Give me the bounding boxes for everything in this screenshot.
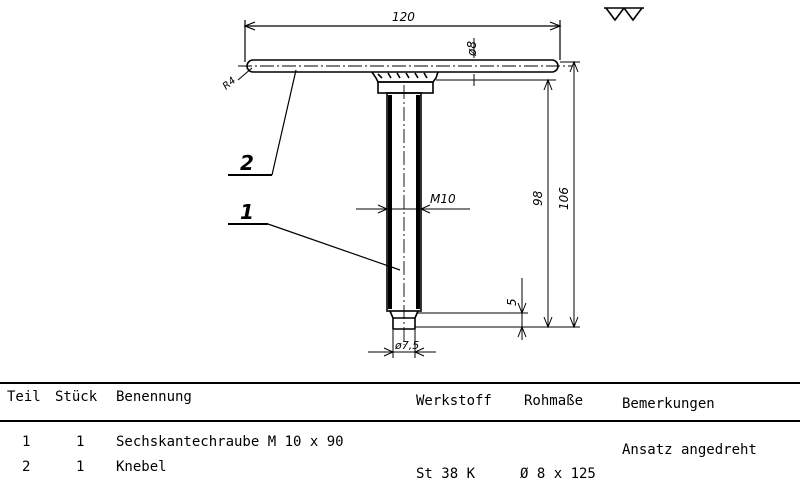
dimension-tip-diameter [368, 330, 436, 358]
cell-teil: 1 [22, 434, 30, 450]
surface-finish-symbol [604, 7, 644, 22]
dimension-overall-width [243, 20, 562, 62]
header-teil: Teil [7, 389, 41, 405]
dim-end-length: 5 [505, 298, 519, 306]
header-benennung: Benennung [116, 389, 192, 405]
table-row: 1 1 Sechskantechraube M 10 x 90 Ansatz a… [22, 434, 757, 458]
header-stueck: Stück [55, 389, 98, 405]
dim-tip-diameter: ø7,5 [394, 339, 419, 352]
part-ref-2: 2 [240, 151, 254, 175]
dim-bar-diameter: ø8 [465, 41, 479, 57]
header-rohmasse: Rohmaße [524, 393, 583, 409]
part-ref-2-leader [228, 69, 297, 176]
screw-tip [389, 310, 419, 330]
part-ref-1-leader [228, 223, 401, 271]
cell-rohmasse: Ø 8 x 125 [520, 466, 596, 482]
header-bemerkungen: Bemerkungen [622, 396, 715, 412]
dim-length-short: 98 [531, 190, 545, 206]
cell-werkstoff: St 38 K [416, 466, 476, 482]
dim-thread: M10 [430, 192, 456, 206]
header-werkstoff: Werkstoff [416, 393, 492, 409]
dim-length-long: 106 [557, 187, 571, 210]
dimension-lengths [415, 60, 580, 329]
dim-radius: R4 [221, 75, 238, 92]
radius-leader [237, 67, 253, 81]
cell-bemerkungen: Ansatz angedreht [622, 442, 757, 458]
part-ref-1: 1 [240, 200, 254, 224]
dimension-thread [356, 204, 470, 214]
table-row: 2 1 Knebel St 38 K Ø 8 x 125 [22, 459, 596, 482]
cell-stueck: 1 [76, 459, 84, 475]
cell-teil: 2 [22, 459, 30, 475]
cell-benennung: Sechskantechraube M 10 x 90 [116, 434, 344, 450]
cell-benennung: Knebel [116, 459, 167, 475]
cell-stueck: 1 [76, 434, 84, 450]
dim-overall-width: 120 [392, 10, 415, 24]
screw-shank [386, 85, 422, 345]
toggle-bar [238, 59, 572, 73]
screw-head [371, 71, 439, 94]
dimension-end-length [418, 278, 528, 340]
